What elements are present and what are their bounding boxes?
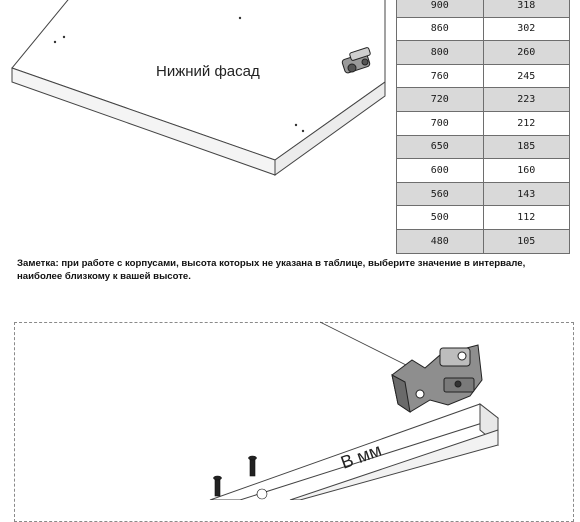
cabinet-height-cell: 800 (396, 40, 484, 65)
hinge-detail-illustration (209, 321, 500, 500)
cabinet-height-cell: 650 (396, 134, 484, 160)
cabinet-height-cell: 500 (396, 205, 484, 230)
distance-value-cell: 143 (482, 181, 570, 207)
panel-label: Нижний фасад (156, 63, 260, 80)
cabinet-height-cell: 560 (396, 181, 484, 207)
distance-value-cell: 302 (482, 16, 570, 42)
distance-value-cell: 212 (482, 110, 570, 136)
cabinet-height-cell: 900 (396, 0, 484, 18)
panel-side-edge (274, 81, 386, 176)
distance-value-cell: 160 (482, 158, 570, 183)
cabinet-panel-front (289, 429, 499, 500)
distance-value-cell: 112 (482, 205, 570, 230)
distance-value-cell: 185 (482, 134, 570, 160)
hinge-arm-icon (391, 344, 483, 414)
distance-value-cell: 245 (482, 63, 570, 89)
cabinet-height-cell: 600 (396, 158, 484, 183)
cabinet-height-cell: 860 (396, 16, 484, 42)
cabinet-height-cell: 720 (396, 87, 484, 112)
cabinet-height-cell: 760 (396, 63, 484, 89)
distance-value-cell: 318 (482, 0, 570, 18)
distance-value-cell: 223 (482, 87, 570, 112)
cabinet-height-cell: 700 (396, 110, 484, 136)
hinge-icon (341, 47, 371, 74)
note-text: Заметка: при работе с корпусами, высота … (17, 258, 526, 282)
screws-icon (213, 455, 268, 500)
cabinet-height-cell: 480 (396, 228, 484, 254)
distance-value-cell: 105 (482, 228, 570, 254)
bottom-facade-illustration (11, 0, 386, 176)
distance-value-cell: 260 (482, 40, 570, 65)
